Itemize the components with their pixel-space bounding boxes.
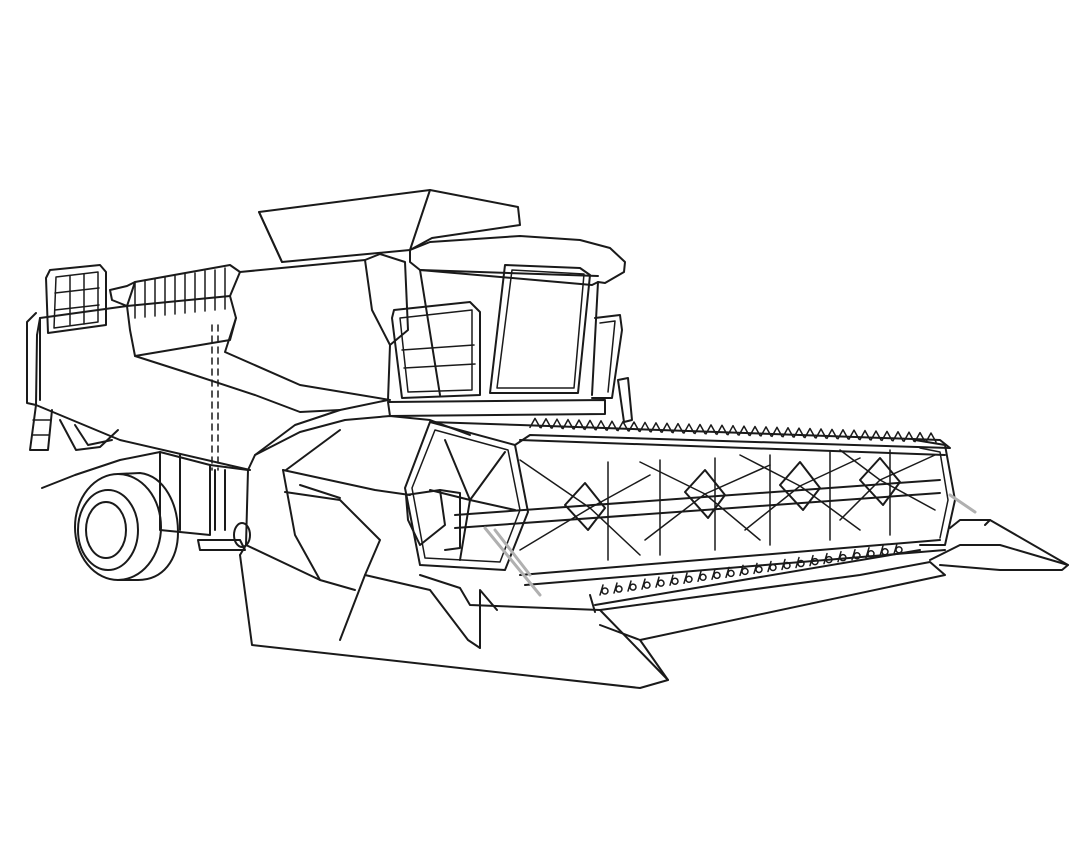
hydraulic-struts — [483, 493, 977, 597]
reel — [404, 417, 956, 596]
rear-wheel — [74, 472, 179, 581]
operator-cab — [387, 235, 633, 423]
header-frame — [239, 469, 1069, 689]
grain-tank — [258, 189, 521, 263]
feeder-house — [239, 415, 471, 556]
rear-railing — [26, 264, 107, 451]
harvester-body — [35, 253, 409, 551]
